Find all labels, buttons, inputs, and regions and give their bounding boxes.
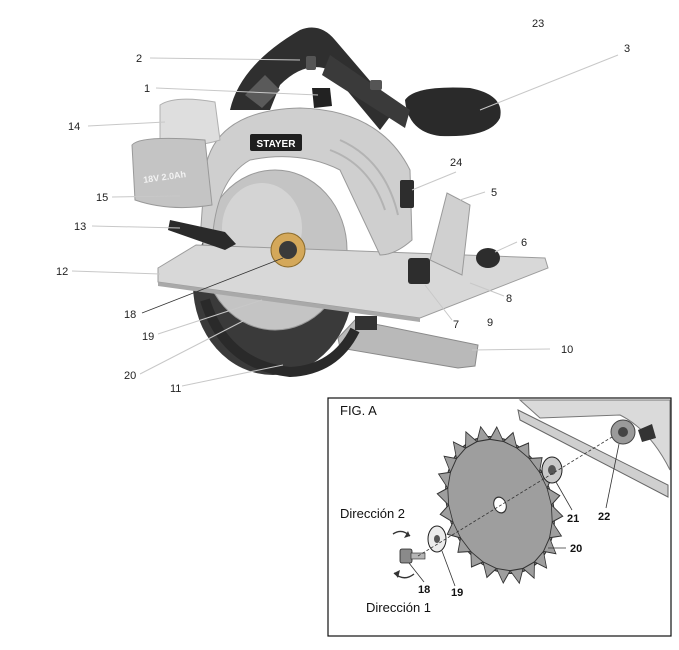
fig-a-leader-19 [441,550,456,587]
blade-tooth [482,561,498,579]
blade-tooth [443,455,458,474]
lower-guard-lever [168,220,236,250]
safety-lock-button [306,56,316,70]
circular-saw-illustration: STAYER 18V 2.0Ah [131,27,549,378]
direction-2-arrowhead [404,531,410,538]
auxiliary-handle [405,87,501,137]
blade-tooth [495,567,511,585]
handle-arm [322,55,410,128]
fig-a-arbor-center [618,427,628,437]
callout-18: 18 [124,309,136,321]
blade-tooth [465,430,478,450]
fig-a-inner-flange-hole [434,535,440,543]
bevel-lock-knob [476,248,500,268]
callout-11: 11 [170,383,181,395]
callout-1: 1 [144,83,150,95]
brand-plate [250,134,302,151]
fig-a-leader-21 [555,481,573,511]
blade-tooth [509,567,524,585]
direction-1-label: Dirección 1 [366,600,431,615]
callout-12: 12 [56,266,68,278]
led-light [400,180,414,208]
callout-23: 23 [532,18,544,30]
blade-tooth [470,550,485,568]
blade-tooth [542,536,557,555]
fig-a-lock-button [638,424,656,442]
parallel-guide-clamp [355,316,377,330]
fig-a-assembly-axis [417,436,613,557]
callout-14: 14 [68,121,80,133]
fig-a-leader-22 [605,443,620,509]
callout-7: 7 [453,319,459,331]
callout-15: 15 [96,192,108,204]
main-leader-lines [71,54,619,387]
callout-6: 6 [521,237,527,249]
brand-logo-text: STAYER [257,139,297,150]
fig-a-outer-flange-hole [548,465,556,475]
fig-a-callout-22: 22 [598,511,610,523]
fig-a-callout-20: 20 [570,543,582,555]
direction-1-arrowhead [394,570,400,578]
blade-tooth [446,521,462,539]
fig-a-inset: FIG. A Dirección 2 Direc [327,397,672,637]
callout-10: 10 [561,344,573,356]
fig-a-title: FIG. A [340,403,377,418]
handle-grip-pattern [245,75,280,108]
fig-a-leader-18 [408,562,425,583]
blade-tooth [533,550,548,569]
blade-tooth [457,536,472,553]
arbor-bolt [279,241,297,259]
callout-19: 19 [142,331,154,343]
blade-tooth [502,431,518,449]
blade-tooth [522,560,535,580]
callout-5: 5 [491,187,497,199]
callout-9: 9 [487,317,493,329]
blade-tooth [515,442,530,460]
fig-a-callout-21: 21 [567,513,579,525]
blade-tooth [528,457,543,474]
bevel-quadrant [429,192,471,276]
blade-tooth [436,487,450,507]
callout-2: 2 [136,53,142,65]
trigger-switch [312,88,332,108]
spindle-lock-button [370,80,382,90]
blade-tooth [489,425,505,443]
blade-tooth [546,486,561,506]
callout-24: 24 [450,157,462,169]
blade-tooth [550,503,564,523]
battery-pack [131,137,213,209]
main-callouts: 2 1 23 3 14 24 15 5 13 6 12 8 18 7 9 19 … [56,18,630,395]
lower-blade-guard [200,298,360,378]
base-plate-edge [158,282,420,322]
blade-tooth [437,471,452,490]
callout-20: 20 [124,370,136,382]
direction-2-label: Dirección 2 [340,506,405,521]
guard-ribs [329,139,399,216]
depth-lock-lever [408,258,430,284]
fig-a-callout-19: 19 [451,587,463,599]
blade-tooth [452,441,467,460]
callout-3: 3 [624,43,630,55]
callout-13: 13 [74,221,86,233]
blade-tooth [476,425,491,443]
blade-tooth [439,504,454,524]
fig-a-callout-18: 18 [418,584,430,596]
main-handle [230,27,395,131]
fig-a-saw-base-rail [517,409,669,498]
callout-8: 8 [506,293,512,305]
blade-tooth [548,520,563,539]
